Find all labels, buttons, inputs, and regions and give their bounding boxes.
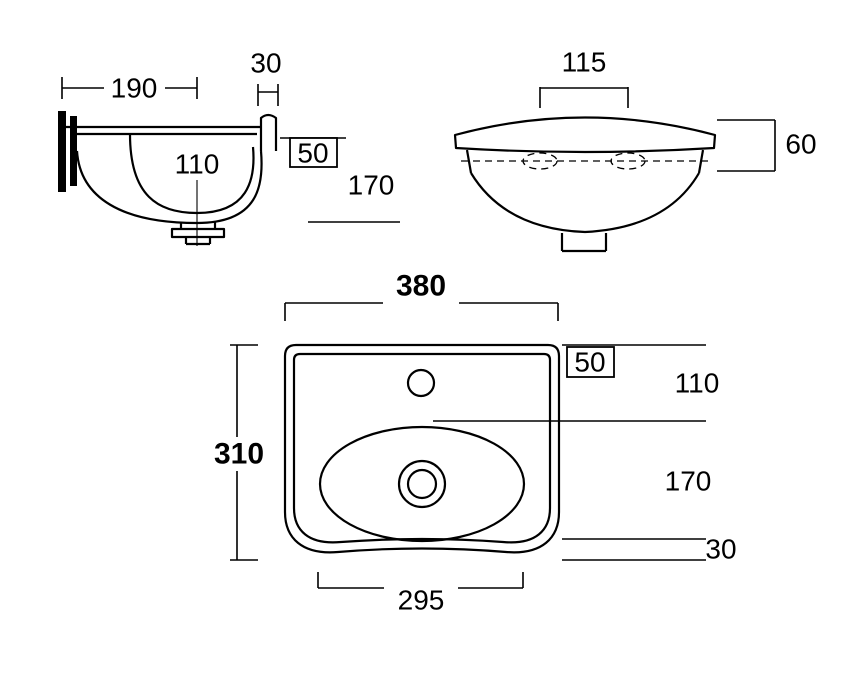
plan-view: 380 310 50 110 170 30 295 [214, 270, 737, 616]
basin-back-section [70, 116, 77, 186]
bowl-outline [470, 172, 700, 234]
dim-50-label: 50 [574, 347, 605, 378]
dim-170: 170 [308, 170, 400, 223]
dim-295-lines [317, 572, 524, 589]
bowl-outer-wall [75, 150, 263, 225]
dim-190: 190 [61, 73, 198, 104]
dim-295: 295 [317, 572, 524, 616]
front-lip-outline [259, 113, 278, 151]
side-section-view: 190 30 110 50 170 [58, 48, 400, 246]
dim-30: 30 [250, 48, 282, 106]
dim-50-boxed-plan: 50 [562, 344, 706, 378]
waste-flange [170, 227, 226, 239]
bowl-top-outline [318, 425, 526, 543]
dim-380: 380 [284, 270, 559, 321]
dim-30-label: 30 [250, 48, 281, 79]
dim-60: 60 [717, 119, 817, 172]
dim-right-stack: 110 170 30 [433, 368, 737, 565]
dim-50-box [566, 346, 615, 378]
dim-110-label: 110 [175, 149, 220, 180]
waste-outline [560, 233, 608, 253]
dim-170-label: 170 [665, 466, 712, 497]
dim-30-lines [257, 84, 279, 106]
dim-50-label: 50 [297, 138, 328, 169]
front-view: 115 60 [453, 47, 817, 253]
dim-50-box [289, 137, 338, 168]
dim-295-label: 295 [398, 585, 445, 616]
dim-115-label: 115 [562, 47, 607, 78]
dim-310-label: 310 [214, 438, 264, 471]
waste-neck [179, 222, 217, 229]
dim-110-label: 110 [675, 368, 720, 399]
dim-190-lines [61, 77, 198, 99]
dim-310: 310 [214, 344, 264, 561]
plan-outer-outline [283, 343, 561, 554]
dim-30-label: 30 [705, 534, 736, 565]
drain-inner [406, 468, 438, 500]
hidden-hole-left [522, 152, 558, 170]
dim-310-lines [230, 344, 258, 561]
dim-380-lines [284, 302, 559, 321]
hidden-hole-right [610, 152, 646, 170]
dim-60-label: 60 [785, 129, 816, 160]
dim-115: 115 [539, 47, 629, 108]
dim-380-label: 380 [396, 270, 446, 303]
plan-inner-outline [292, 352, 552, 544]
dim-50-boxed: 50 [280, 137, 346, 169]
dim-115-lines [539, 87, 629, 108]
dim-right-ref-lines [433, 420, 706, 561]
dim-170-label: 170 [348, 170, 395, 201]
tap-hole [406, 368, 436, 398]
dim-60-lines [717, 119, 776, 172]
drain-outer [397, 459, 447, 509]
dim-190-label: 190 [111, 73, 158, 104]
wall-section [58, 111, 66, 192]
rim-outline [453, 116, 717, 154]
waste-pipe [184, 237, 212, 246]
